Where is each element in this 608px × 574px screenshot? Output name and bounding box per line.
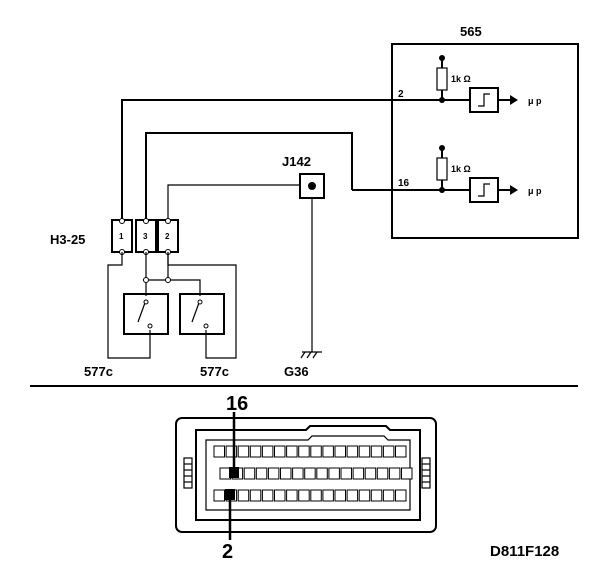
- callout-label-top: 16: [226, 393, 248, 415]
- switch-right-label: 577c: [200, 364, 229, 379]
- connector-pin-cell: [286, 445, 298, 458]
- ground-symbol-icon: [300, 351, 322, 359]
- connector-pin-cell: [395, 445, 407, 458]
- resistor-label-top: 1k Ω: [451, 74, 471, 84]
- connector-label: H3-25: [50, 232, 85, 247]
- connector-pin-cell: [213, 489, 225, 502]
- connector-pin-cell: [304, 467, 316, 480]
- connector-pin-cell: [346, 445, 359, 458]
- connector-pin-cell: [382, 445, 395, 458]
- connector-pin-cell: [286, 489, 298, 502]
- figure-code: D811F128: [490, 543, 559, 560]
- connector-pin-cell: [322, 489, 334, 502]
- connector-pin-cell: [225, 445, 238, 458]
- mu-label-top: μ p: [528, 96, 542, 106]
- connector-pin-cell: [267, 467, 280, 480]
- connector-pin-cell: [219, 467, 231, 480]
- ecu-input-circuit-bottom: [352, 145, 518, 203]
- ecu-label: 565: [460, 24, 482, 39]
- connector-pin-cell: [213, 445, 225, 458]
- connector-pin-cell: [346, 489, 359, 502]
- connector-pin-cell: [310, 445, 322, 458]
- connector-pin-cell: [364, 467, 377, 480]
- callout-label-bottom: 2: [222, 541, 233, 563]
- connector-pin-cell: [334, 489, 346, 502]
- ecu-box: [391, 43, 579, 239]
- connector-pin-cell: [237, 445, 250, 458]
- pin-label-bottom: 16: [398, 178, 410, 189]
- connector-pin-cell: [280, 467, 292, 480]
- connector-pin-cell: [401, 467, 413, 480]
- connector-pin-cell: [370, 489, 383, 502]
- connector-h3-25: [111, 218, 179, 255]
- connector-pin-cell: [310, 489, 322, 502]
- junction-j142: [299, 173, 325, 199]
- connector-face: [175, 412, 437, 540]
- mu-label-bottom: μ p: [528, 186, 542, 196]
- connector-pin-cell: [388, 467, 401, 480]
- connector-pin-cell: [395, 489, 407, 502]
- connector-pin-cell: [237, 489, 250, 502]
- switch-left: [123, 293, 169, 335]
- connector-pin-cell: [370, 445, 383, 458]
- connector-pin-cell: [382, 489, 395, 502]
- connector-pin-cell: [298, 445, 310, 458]
- connector-pin-cell: [358, 489, 371, 502]
- connector-pin-cell: [358, 445, 371, 458]
- pin-label-top: 2: [398, 89, 404, 100]
- junction-label: J142: [282, 154, 311, 169]
- connector-pin-grid: [213, 445, 413, 502]
- ecu-input-circuit-top: [392, 55, 518, 113]
- connector-pin-cell: [316, 467, 328, 480]
- connector-pin-cell: [340, 467, 352, 480]
- switch-right: [179, 293, 225, 335]
- connector-pin-cell: [334, 445, 346, 458]
- connector-pin-cell: [274, 445, 286, 458]
- connector-pin-cell: [322, 445, 334, 458]
- switch-left-label: 577c: [84, 364, 113, 379]
- connector-pin-3: 3: [143, 232, 148, 241]
- resistor-label-bottom: 1k Ω: [451, 164, 471, 174]
- connector-pin-cell: [255, 467, 268, 480]
- connector-pin-2: 2: [165, 232, 170, 241]
- connector-pin-cell: [298, 489, 310, 502]
- connector-pin-cell: [292, 467, 304, 480]
- connector-pin-cell: [352, 467, 365, 480]
- ground-label: G36: [284, 364, 309, 379]
- connector-pin-cell: [243, 467, 256, 480]
- connector-pin-cell: [376, 467, 389, 480]
- connector-pin-cell: [249, 445, 262, 458]
- connector-pin-cell: [328, 467, 340, 480]
- connector-pin-cell: [249, 489, 262, 502]
- connector-pin-cell: [261, 489, 274, 502]
- wires: [121, 99, 392, 352]
- connector-pin-1: 1: [119, 232, 124, 241]
- connector-pin-cell: [261, 445, 274, 458]
- connector-pin-cell: [274, 489, 286, 502]
- switch-wiring: [107, 252, 237, 359]
